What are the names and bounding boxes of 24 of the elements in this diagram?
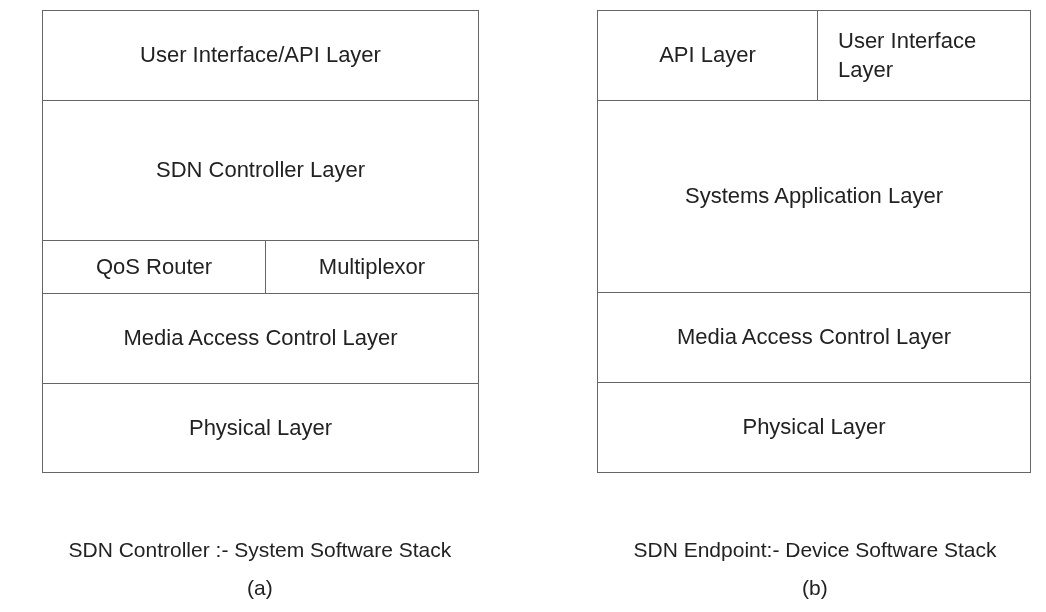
layer-label: Media Access Control Layer [123,324,398,353]
layer-label: User Interface/API Layer [140,41,381,70]
layer-label: Media Access Control Layer [677,323,951,352]
layer-label: Physical Layer [188,413,333,442]
layer-label: Multiplexor [318,252,426,281]
layer-box [42,383,479,473]
layer-box [817,10,1031,101]
layer-box [42,293,479,384]
layer-box [42,100,479,241]
layer-label: SDN Controller Layer [155,156,366,185]
layer-box [42,10,479,101]
layer-box [597,10,818,101]
layer-label: Physical Layer [742,413,886,442]
layer-label: User Interface Layer [838,26,978,84]
panel-label: (a) [247,576,273,600]
stack-caption: SDN Controller :- System Software Stack [68,538,452,562]
stack-caption: SDN Endpoint:- Device Software Stack [633,538,997,562]
layer-box [597,382,1031,473]
layer-label: API Layer [659,41,756,70]
layer-label: Systems Application Layer [685,182,943,211]
layer-label: QoS Router [95,252,213,281]
panel-label: (b) [802,576,828,600]
layer-box [597,100,1031,293]
layer-box [597,292,1031,383]
